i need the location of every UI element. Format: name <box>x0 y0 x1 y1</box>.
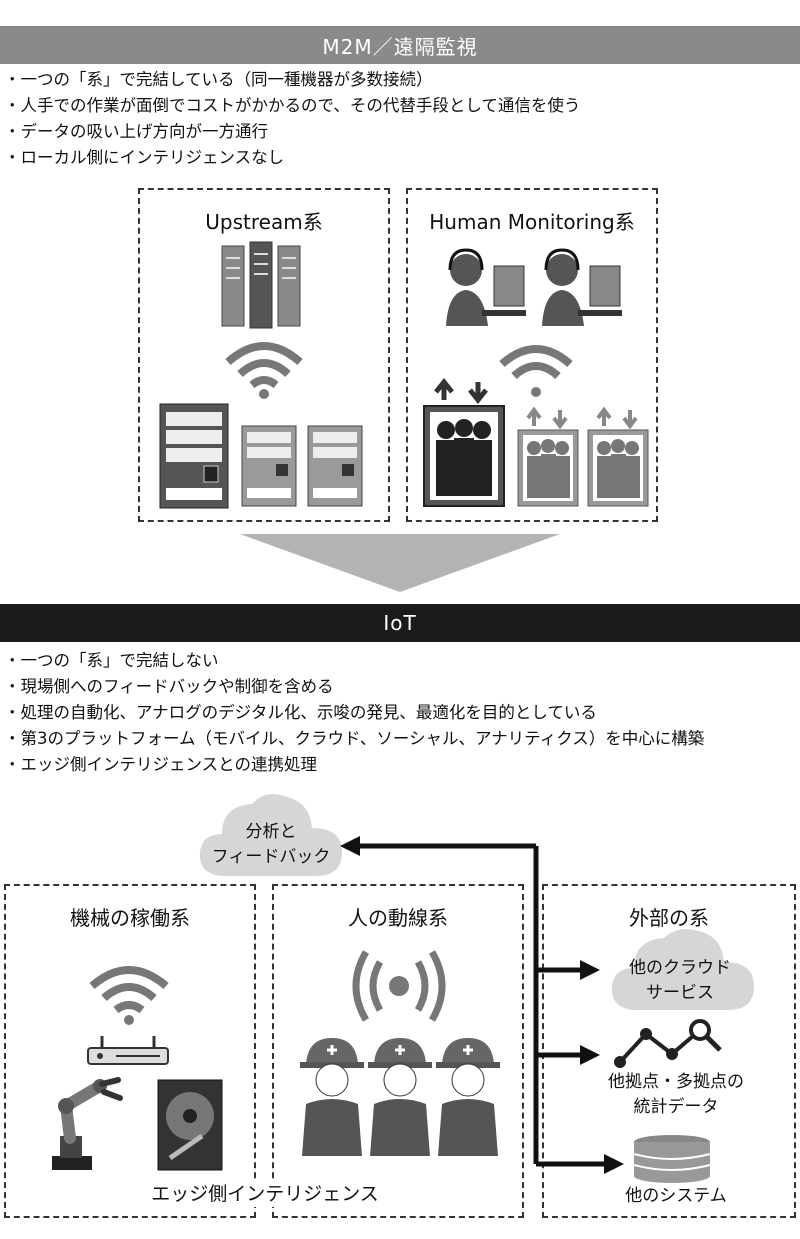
edge-intelligence-label: エッジ側インテリジェンス <box>120 1182 410 1207</box>
iot-bullet: ・一つの「系」で完結しない <box>4 651 219 670</box>
human-flow-box: 人の動線系 <box>272 884 524 1218</box>
machine-operation-box: 機械の稼働系 <box>4 884 256 1218</box>
other-system-label: 他のシステム <box>625 1186 727 1206</box>
analysis-cloud-line: 分析と <box>245 822 297 842</box>
iot-header-bar: IoT <box>0 604 800 642</box>
analysis-cloud-line: フィードバック <box>211 847 331 867</box>
vending-machine-icon <box>307 425 363 507</box>
external-systems-title: 外部の系 <box>629 906 709 930</box>
hard-disk-icon <box>157 1079 223 1171</box>
iot-title: IoT <box>383 611 417 635</box>
statistics-label: 他拠点・多拠点の 統計データ <box>586 1070 766 1120</box>
m2m-bullet: ・データの吸い上げ方向が一方通行 <box>4 122 268 141</box>
iot-bullet: ・処理の自動化、アナログのデジタル化、示唆の発見、最適化を目的としている <box>4 703 597 722</box>
statistics-line: 統計データ <box>633 1097 719 1117</box>
human-flow-title: 人の動線系 <box>348 906 448 930</box>
wifi-icon <box>225 342 303 399</box>
human-monitoring-title: Human Monitoring系 <box>429 210 635 234</box>
m2m-bullet-list: ・一つの「系」で完結している（同一種機器が多数接続） ・人手での作業が面倒でコス… <box>4 67 580 171</box>
worker-icon <box>368 1038 432 1156</box>
m2m-bullet: ・一つの「系」で完結している（同一種機器が多数接続） <box>4 70 433 89</box>
m2m-bullet: ・ローカル側にインテリジェンスなし <box>4 148 285 167</box>
iot-bullet: ・第3のプラットフォーム（モバイル、クラウド、ソーシャル、アナリティクス）を中心… <box>4 729 705 748</box>
worker-icon <box>436 1038 500 1156</box>
router-icon <box>87 1036 169 1065</box>
operator-at-computer-icon <box>446 248 526 326</box>
transition-arrow-icon <box>240 534 560 592</box>
other-cloud-line: サービス <box>646 983 714 1003</box>
server-rack-icon <box>221 241 301 329</box>
elevator-icon <box>587 406 649 507</box>
elevator-icon <box>423 377 505 507</box>
database-icon <box>633 1135 711 1183</box>
vending-machine-icon <box>241 425 297 507</box>
iot-bullet-list: ・一つの「系」で完結しない ・現場側へのフィードバックや制御を含める ・処理の自… <box>4 648 704 778</box>
machine-operation-title: 機械の稼働系 <box>70 906 190 930</box>
upstream-title: Upstream系 <box>205 210 323 234</box>
iot-bullet: ・現場側へのフィードバックや制御を含める <box>4 677 334 696</box>
worker-icon <box>300 1038 364 1156</box>
external-systems-box: 外部の系 <box>542 884 796 1218</box>
statistics-line: 他拠点・多拠点の <box>608 1072 744 1092</box>
m2m-title: M2M／遠隔監視 <box>322 34 478 59</box>
statistics-graph-icon <box>614 1019 722 1068</box>
human-monitoring-box: Human Monitoring系 <box>406 188 658 522</box>
analysis-cloud-label: 分析と フィードバック <box>196 820 346 870</box>
iot-bullet: ・エッジ側インテリジェンスとの連携処理 <box>4 755 318 774</box>
wifi-icon <box>499 345 573 397</box>
operator-at-computer-icon <box>542 248 622 326</box>
vending-machine-icon <box>159 403 229 509</box>
elevator-icon <box>517 406 579 507</box>
cloud-icon <box>611 929 754 1010</box>
other-cloud-label: 他のクラウド サービス <box>600 956 760 1006</box>
upstream-box: Upstream系 <box>138 188 390 522</box>
radio-signal-icon <box>352 950 446 1022</box>
m2m-header-bar: M2M／遠隔監視 <box>0 26 800 64</box>
wifi-icon <box>89 966 169 1025</box>
other-cloud-line: 他のクラウド <box>629 958 731 978</box>
robot-arm-icon <box>52 1077 123 1170</box>
m2m-bullet: ・人手での作業が面倒でコストがかかるので、その代替手段として通信を使う <box>4 96 581 115</box>
cloud-icon <box>199 794 342 876</box>
